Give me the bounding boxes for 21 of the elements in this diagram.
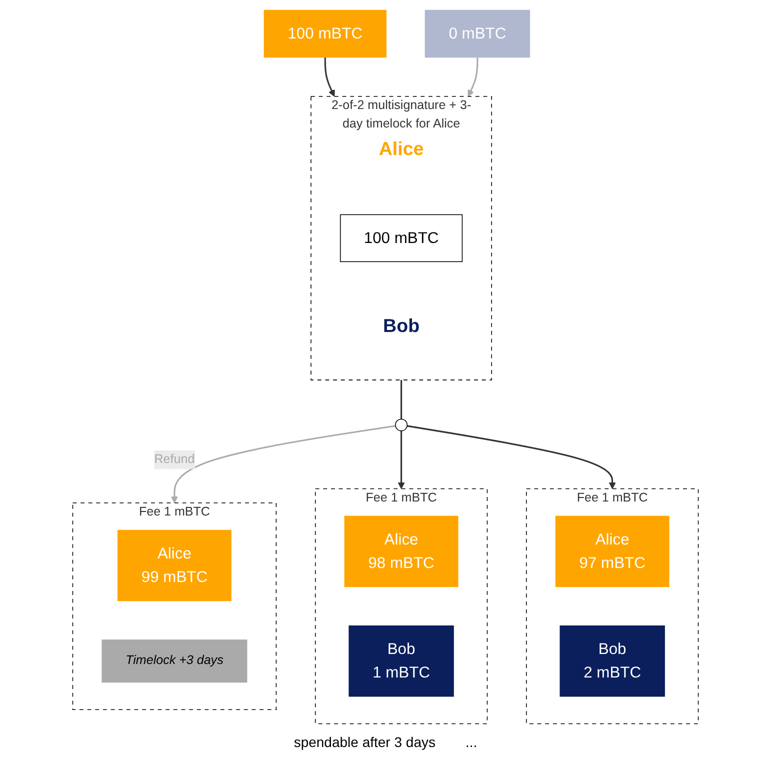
node-box: 100 mBTC — [340, 214, 463, 262]
node-box: Alice 97 mBTC — [555, 516, 670, 588]
node-box: 0 mBTC — [424, 10, 530, 58]
node-box: Bob 1 mBTC — [348, 625, 454, 697]
node-text: Alice — [378, 138, 424, 160]
arrow — [398, 430, 405, 490]
arrow — [171, 425, 396, 504]
edge-label: Refund — [154, 452, 195, 466]
node-box: 100 mBTC — [264, 10, 386, 58]
arrow — [324, 57, 335, 97]
node-box: Alice 99 mBTC — [118, 530, 232, 602]
node-text: Bob — [383, 316, 420, 337]
arrow — [407, 425, 616, 490]
continuation-mark: ... — [465, 734, 478, 750]
node-circle — [395, 418, 408, 432]
arrow — [468, 57, 478, 97]
node-box: Timelock +3 days — [102, 640, 248, 683]
connector — [400, 380, 402, 420]
node-note: spendable after 3 days — [294, 734, 436, 750]
node-box: Alice 98 mBTC — [344, 516, 458, 588]
node-box: Bob 2 mBTC — [560, 625, 665, 697]
